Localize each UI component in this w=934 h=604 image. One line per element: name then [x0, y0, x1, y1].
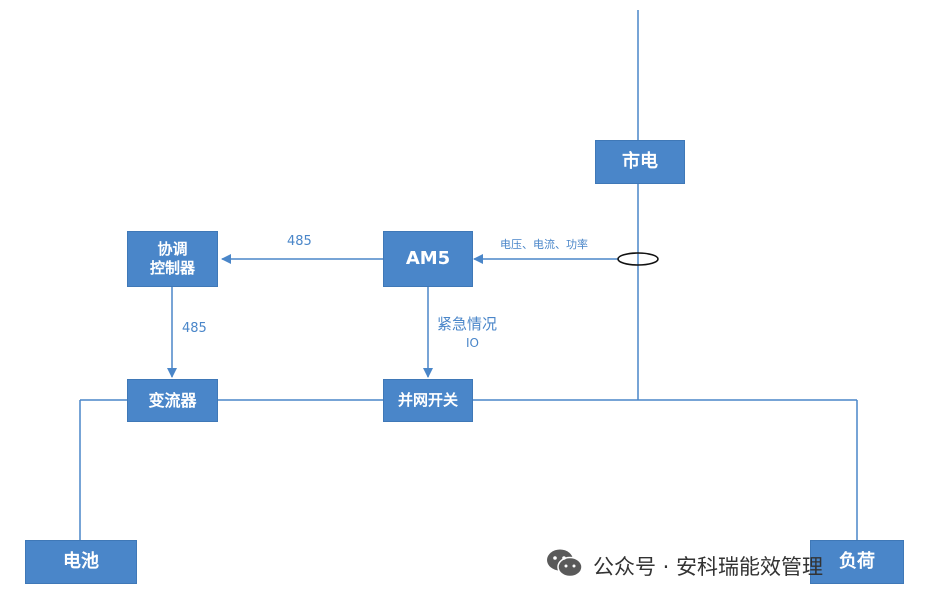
converter-label: 变流器 [148, 390, 197, 410]
wechat-icon [545, 548, 585, 583]
coordinator-label-line1: 协调 [157, 240, 188, 259]
mains-label: 市电 [622, 150, 658, 172]
mains-box: 市电 [595, 140, 685, 184]
load-label: 负荷 [839, 550, 875, 572]
am5-coord-label: 485 [287, 234, 312, 249]
coordinator-box: 协调 控制器 [127, 231, 218, 287]
measure-label: 电压、电流、功率 [500, 238, 588, 251]
converter-box: 变流器 [127, 379, 218, 422]
grid-switch-box: 并网开关 [383, 379, 473, 422]
battery-box: 电池 [25, 540, 137, 584]
am5-box: AM5 [383, 231, 473, 287]
grid-switch-label: 并网开关 [397, 391, 458, 410]
coordinator-label-line2: 控制器 [149, 259, 195, 277]
io-label: IO [466, 336, 479, 350]
coord-conv-label: 485 [182, 321, 207, 336]
battery-label: 电池 [63, 550, 99, 572]
watermark: 公众号 · 安科瑞能效管理 [545, 548, 823, 583]
current-transformer-ellipse [617, 252, 659, 266]
watermark-text: 公众号 · 安科瑞能效管理 [593, 554, 824, 579]
emergency-label: 紧急情况 [437, 315, 498, 333]
load-box: 负荷 [810, 540, 904, 584]
am5-label: AM5 [405, 247, 451, 269]
